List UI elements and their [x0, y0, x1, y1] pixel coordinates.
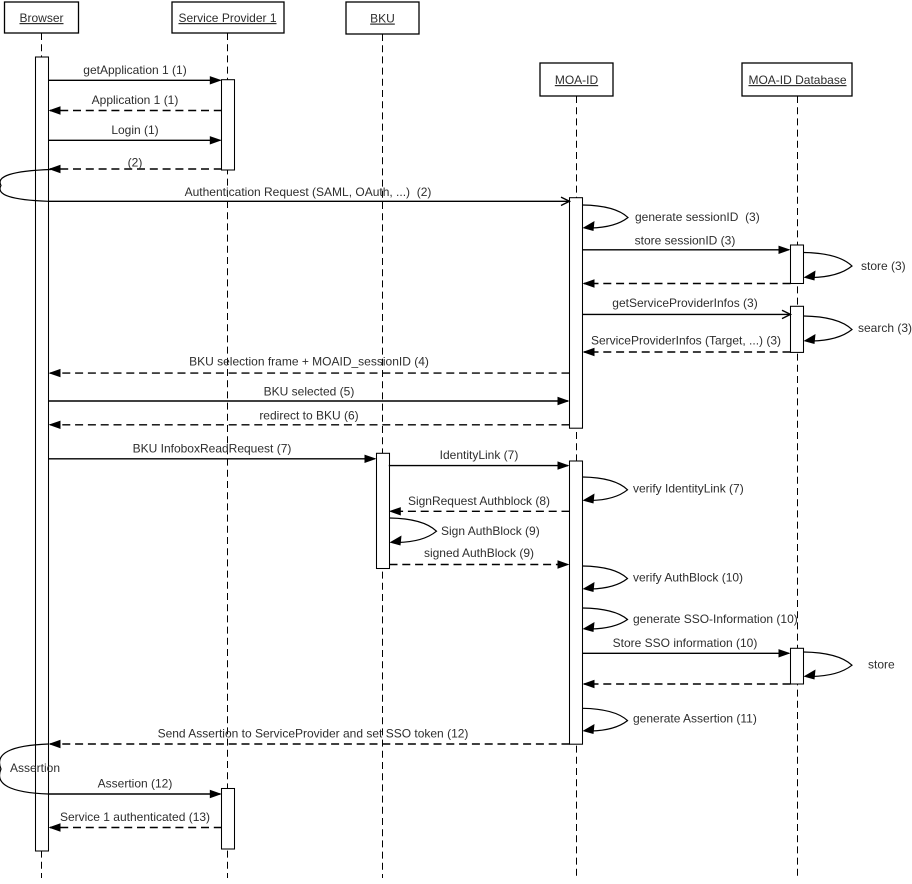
- svg-text:Send Assertion to ServiceProvi: Send Assertion to ServiceProvider and se…: [158, 727, 469, 741]
- svg-text:BKU InfoboxReadRequest (7): BKU InfoboxReadRequest (7): [133, 441, 292, 455]
- svg-text:ServiceProviderInfos (Target,: ServiceProviderInfos (Target, ...) (3): [591, 334, 781, 348]
- svg-text:BKU: BKU: [370, 12, 395, 26]
- svg-text:store (3): store (3): [861, 259, 906, 273]
- svg-text:SignRequest Authblock (8): SignRequest Authblock (8): [408, 494, 550, 508]
- svg-text:search (3): search (3): [858, 321, 912, 335]
- svg-text:Assertion (12): Assertion (12): [98, 777, 173, 791]
- svg-text:verify IdentityLink (7): verify IdentityLink (7): [633, 481, 744, 495]
- svg-text:verify AuthBlock (10): verify AuthBlock (10): [633, 571, 743, 585]
- svg-text:MOA-ID Database: MOA-ID Database: [748, 73, 846, 87]
- svg-text:Application 1 (1): Application 1 (1): [92, 93, 179, 107]
- svg-text:generate Assertion (11): generate Assertion (11): [633, 712, 757, 726]
- svg-text:Store SSO information (10): Store SSO information (10): [613, 636, 758, 650]
- svg-text:Service 1 authenticated (13): Service 1 authenticated (13): [60, 810, 210, 824]
- svg-text:Sign AuthBlock (9): Sign AuthBlock (9): [441, 524, 540, 538]
- svg-text:MOA-ID: MOA-ID: [555, 73, 599, 87]
- svg-text:BKU selected (5): BKU selected (5): [264, 385, 355, 399]
- svg-text:getServiceProviderInfos (3): getServiceProviderInfos (3): [612, 296, 757, 310]
- svg-text:BKU selection frame + MOAID_se: BKU selection frame + MOAID_sessionID (4…: [189, 355, 429, 369]
- svg-text:getApplication 1 (1): getApplication 1 (1): [83, 63, 186, 77]
- svg-text:store: store: [868, 657, 895, 671]
- svg-text:IdentityLink (7): IdentityLink (7): [440, 448, 519, 462]
- svg-text:Login (1): Login (1): [111, 123, 158, 137]
- svg-text:redirect to BKU (6): redirect to BKU (6): [259, 408, 358, 422]
- svg-text:(2): (2): [128, 156, 143, 170]
- svg-text:signed AuthBlock (9): signed AuthBlock (9): [424, 546, 534, 560]
- svg-text:generate SSO-Information (10): generate SSO-Information (10): [633, 612, 798, 626]
- svg-text:generate sessionID (3): generate sessionID (3): [635, 210, 760, 224]
- svg-text:Authentication Request (SAML,: Authentication Request (SAML, OAuth, ...…: [185, 185, 432, 199]
- svg-text:store sessionID (3): store sessionID (3): [635, 233, 736, 247]
- svg-text:Browser: Browser: [19, 11, 63, 25]
- svg-text:Service Provider 1: Service Provider 1: [178, 11, 276, 25]
- svg-text:Assertion: Assertion: [10, 761, 60, 775]
